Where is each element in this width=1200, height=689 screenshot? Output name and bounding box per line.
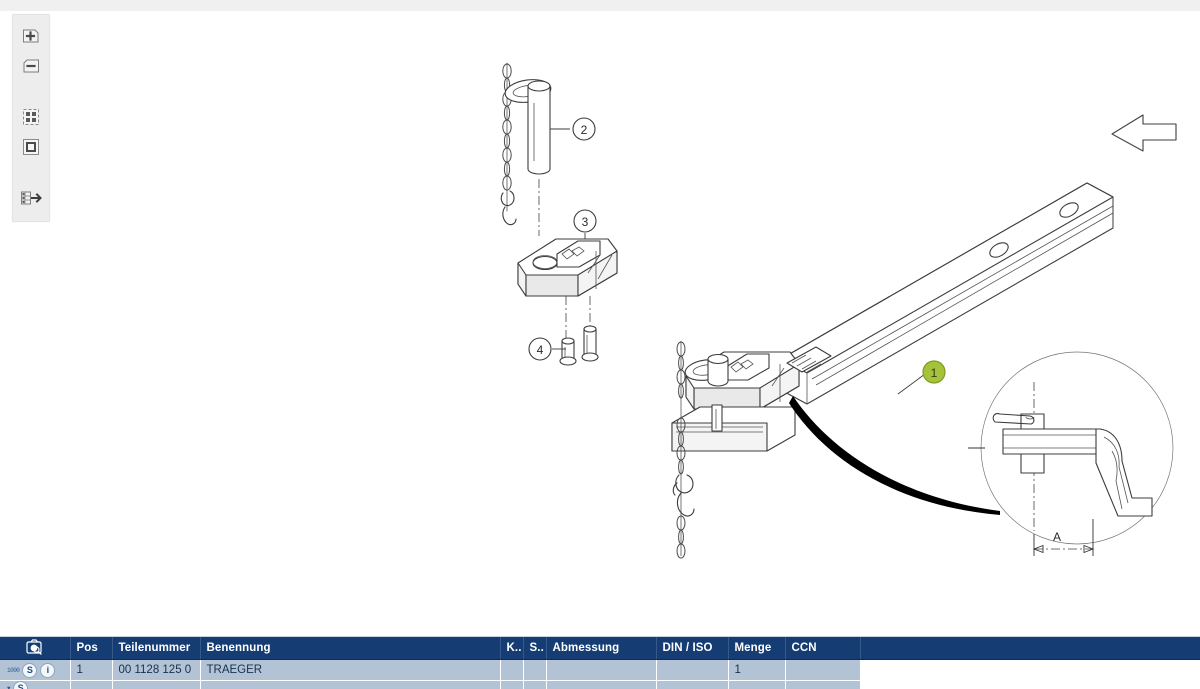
- parts-table-panel: Pos Teilenummer Benennung K.. S.. Abmess…: [0, 636, 1200, 689]
- callout-3: 3: [573, 209, 597, 233]
- fit-all-icon[interactable]: [19, 105, 43, 129]
- cell-filler: [860, 680, 1200, 689]
- row-icons-cell: ▼ S: [0, 680, 71, 689]
- column-header-k[interactable]: K..: [500, 637, 524, 660]
- cell-benennung: TRAEGER: [200, 659, 501, 681]
- part-1-main-beam: [671, 182, 1114, 559]
- viewer-toolbar: [12, 14, 50, 222]
- cell-k: [500, 659, 524, 681]
- column-header-ccn[interactable]: CCN: [785, 637, 861, 660]
- part-3-bracket: [517, 233, 618, 346]
- callout-1: 1: [922, 360, 946, 384]
- column-header-teilenummer[interactable]: Teilenummer: [112, 637, 201, 660]
- bolt-left: [559, 337, 577, 366]
- chain-lower: [672, 341, 695, 559]
- topbar-ghost-text-left: · ·: [160, 0, 170, 3]
- cell-k: [500, 680, 524, 689]
- camera-search-icon[interactable]: [26, 638, 44, 658]
- detail-view-circle: A: [968, 351, 1174, 556]
- column-header-abmessung[interactable]: Abmessung: [546, 637, 657, 660]
- cell-teilenummer: 00 1128 125 0: [112, 659, 201, 681]
- column-header-icons[interactable]: [0, 637, 71, 660]
- bolt-right: [581, 325, 599, 362]
- callout-2: 2: [572, 117, 596, 141]
- cell-pos: [70, 680, 113, 689]
- quantity-1000-icon[interactable]: 1000: [7, 666, 20, 674]
- technical-drawing: .ln { fill:none; stroke:#3c3c3c; stroke-…: [500, 62, 1177, 559]
- parts-table: Pos Teilenummer Benennung K.. S.. Abmess…: [0, 637, 1200, 689]
- svg-text:1: 1: [931, 366, 938, 380]
- cell-s: [523, 680, 547, 689]
- column-header-s[interactable]: S..: [523, 637, 547, 660]
- cell-benennung: [200, 680, 501, 689]
- cell-abmessung: [546, 680, 657, 689]
- drawing-canvas[interactable]: .ln { fill:none; stroke:#3c3c3c; stroke-…: [0, 11, 1200, 636]
- chain-upper: [500, 62, 517, 226]
- column-header-pos[interactable]: Pos: [70, 637, 113, 660]
- pin-shaft: [527, 80, 551, 175]
- svg-text:4: 4: [537, 343, 544, 357]
- table-row[interactable]: 1000 S i 1 00 1128 125 0 TRAEGER 1: [0, 659, 1200, 681]
- cell-pos: 1: [70, 659, 113, 681]
- detail-leader-line: [789, 396, 1000, 515]
- detail-dimension-label: A: [1053, 530, 1061, 544]
- cell-s: [523, 659, 547, 681]
- column-header-filler: [860, 637, 1200, 660]
- cell-ccn: [785, 659, 861, 681]
- fit-selection-icon[interactable]: [19, 135, 43, 159]
- cell-filler: [860, 659, 1200, 681]
- info-icon[interactable]: i: [40, 662, 56, 678]
- svg-text:3: 3: [582, 215, 589, 229]
- part-2-pin-assembly: [500, 62, 570, 236]
- cell-ccn: [785, 680, 861, 689]
- column-header-benennung[interactable]: Benennung: [200, 637, 501, 660]
- leader-callout-1: [897, 373, 926, 395]
- cell-din-iso: [656, 680, 729, 689]
- svg-text:2: 2: [581, 123, 588, 137]
- cell-abmessung: [546, 659, 657, 681]
- installed-bracket: [671, 346, 832, 452]
- part-4-bolts: [552, 325, 599, 366]
- supplier-s-icon[interactable]: S: [22, 662, 38, 678]
- cell-menge: 1: [728, 659, 786, 681]
- view-direction-arrow: [1111, 114, 1177, 152]
- column-header-din-iso[interactable]: DIN / ISO: [656, 637, 729, 660]
- supplier-s-icon[interactable]: S: [13, 681, 29, 689]
- column-header-menge[interactable]: Menge: [728, 637, 786, 660]
- cell-teilenummer: [112, 680, 201, 689]
- cart-icon[interactable]: ▼: [7, 685, 11, 689]
- table-header-row: Pos Teilenummer Benennung K.. S.. Abmess…: [0, 637, 1200, 660]
- zoom-out-icon[interactable]: [19, 54, 43, 78]
- zoom-in-icon[interactable]: [19, 24, 43, 48]
- callout-bubbles: 1 2 3 4: [528, 117, 946, 384]
- callout-4: 4: [528, 337, 552, 361]
- topbar-ghost-text-right: · ·: [560, 0, 570, 3]
- cell-din-iso: [656, 659, 729, 681]
- table-row[interactable]: ▼ S: [0, 680, 1200, 689]
- row-icons-cell: 1000 S i: [0, 659, 71, 681]
- cell-menge: [728, 680, 786, 689]
- export-list-icon[interactable]: [19, 186, 43, 210]
